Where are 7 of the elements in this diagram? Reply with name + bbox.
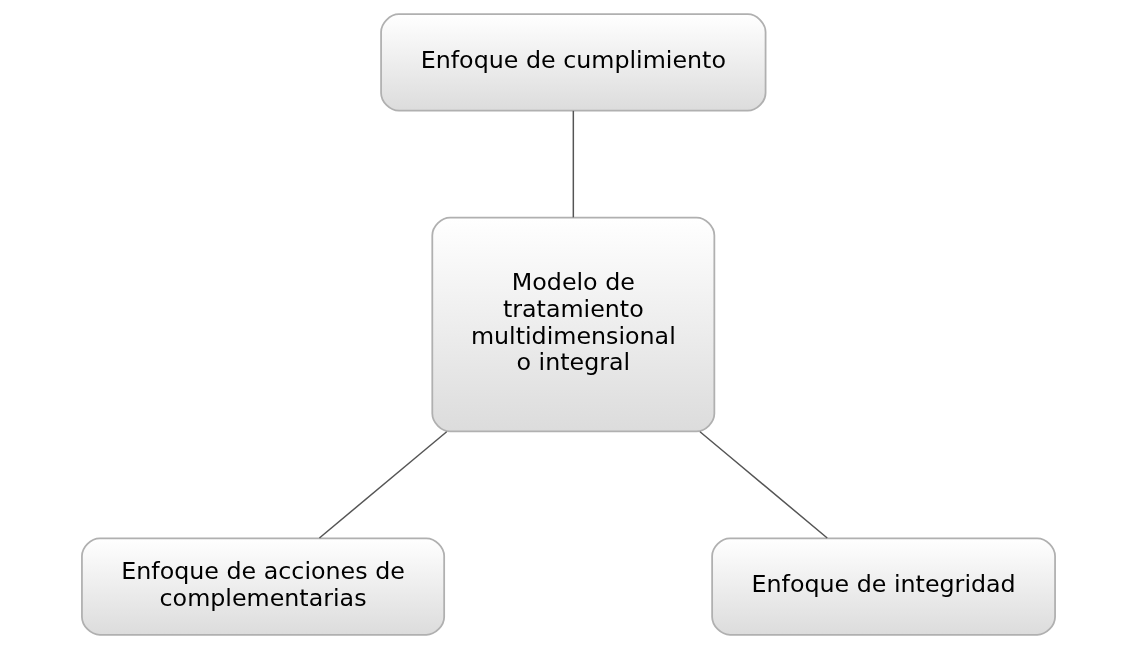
node-box: Enfoque de cumplimiento xyxy=(379,13,766,112)
connector xyxy=(318,431,447,539)
node-box: Enfoque de integridad xyxy=(710,537,1056,636)
connector xyxy=(698,431,828,539)
connector xyxy=(572,110,574,219)
node-box: Modelo de tratamiento multidimensional o integral xyxy=(430,216,715,433)
node-box: Enfoque de acciones de complementarias xyxy=(80,537,445,636)
